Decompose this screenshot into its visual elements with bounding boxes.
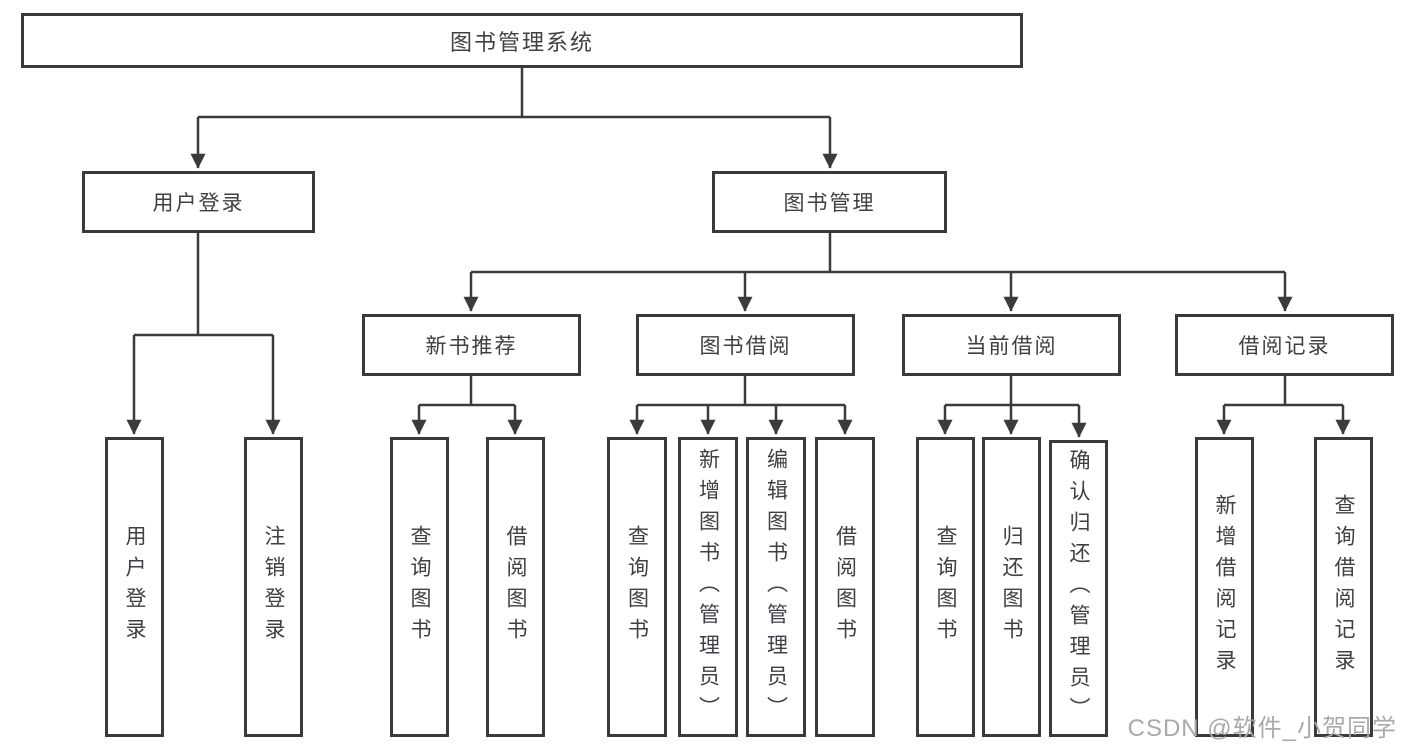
node-label: 新书推荐 xyxy=(425,335,518,358)
node-label: 注销登录 xyxy=(262,525,285,649)
leaf-borrow-books-recommend: 借阅图书 xyxy=(486,437,545,737)
node-label: 当前借阅 xyxy=(965,335,1058,358)
node-library-management-system: 图书管理系统 xyxy=(21,13,1023,68)
watermark-text: CSDN @软件_小贺同学 xyxy=(1127,715,1397,742)
node-label: 用户登录 xyxy=(123,525,146,649)
node-label: 图书管理 xyxy=(783,192,876,215)
leaf-logout: 注销登录 xyxy=(244,437,303,737)
leaf-query-books-borrowing: 查询图书 xyxy=(607,437,667,737)
leaf-query-books-current: 查询图书 xyxy=(916,437,975,737)
node-label: 查询借阅记录 xyxy=(1332,494,1355,680)
node-label: 新增图书（管理员） xyxy=(696,447,720,727)
node-book-management: 图书管理 xyxy=(712,171,947,233)
node-label: 图书管理系统 xyxy=(449,29,594,55)
node-label: 借阅图书 xyxy=(833,525,857,649)
node-label: 借阅图书 xyxy=(504,525,527,649)
leaf-confirm-return-admin: 确认归还（管理员） xyxy=(1049,440,1108,737)
node-label: 新增借阅记录 xyxy=(1213,494,1236,680)
leaf-edit-book-admin: 编辑图书（管理员） xyxy=(746,437,806,737)
node-label: 查询图书 xyxy=(625,525,649,649)
leaf-add-book-admin: 新增图书（管理员） xyxy=(678,437,738,737)
node-borrowing-records: 借阅记录 xyxy=(1175,314,1394,376)
node-current-borrowing: 当前借阅 xyxy=(902,314,1121,376)
node-label: 编辑图书（管理员） xyxy=(764,447,788,727)
leaf-user-login: 用户登录 xyxy=(105,437,164,737)
node-label: 图书借阅 xyxy=(699,335,792,358)
node-user-login: 用户登录 xyxy=(82,171,315,233)
node-label: 用户登录 xyxy=(152,192,245,215)
leaf-query-borrow-record: 查询借阅记录 xyxy=(1314,437,1373,737)
node-new-book-recommendation: 新书推荐 xyxy=(362,314,581,376)
node-label: 查询图书 xyxy=(934,525,957,649)
node-label: 归还图书 xyxy=(1000,525,1023,649)
node-label: 查询图书 xyxy=(408,525,431,649)
node-label: 借阅记录 xyxy=(1238,335,1331,358)
node-book-borrowing: 图书借阅 xyxy=(636,314,855,376)
leaf-borrow-books-borrowing: 借阅图书 xyxy=(815,437,875,737)
leaf-return-books: 归还图书 xyxy=(982,437,1041,737)
leaf-query-books-recommend: 查询图书 xyxy=(390,437,449,737)
leaf-add-borrow-record: 新增借阅记录 xyxy=(1195,437,1254,737)
node-label: 确认归还（管理员） xyxy=(1067,449,1090,728)
